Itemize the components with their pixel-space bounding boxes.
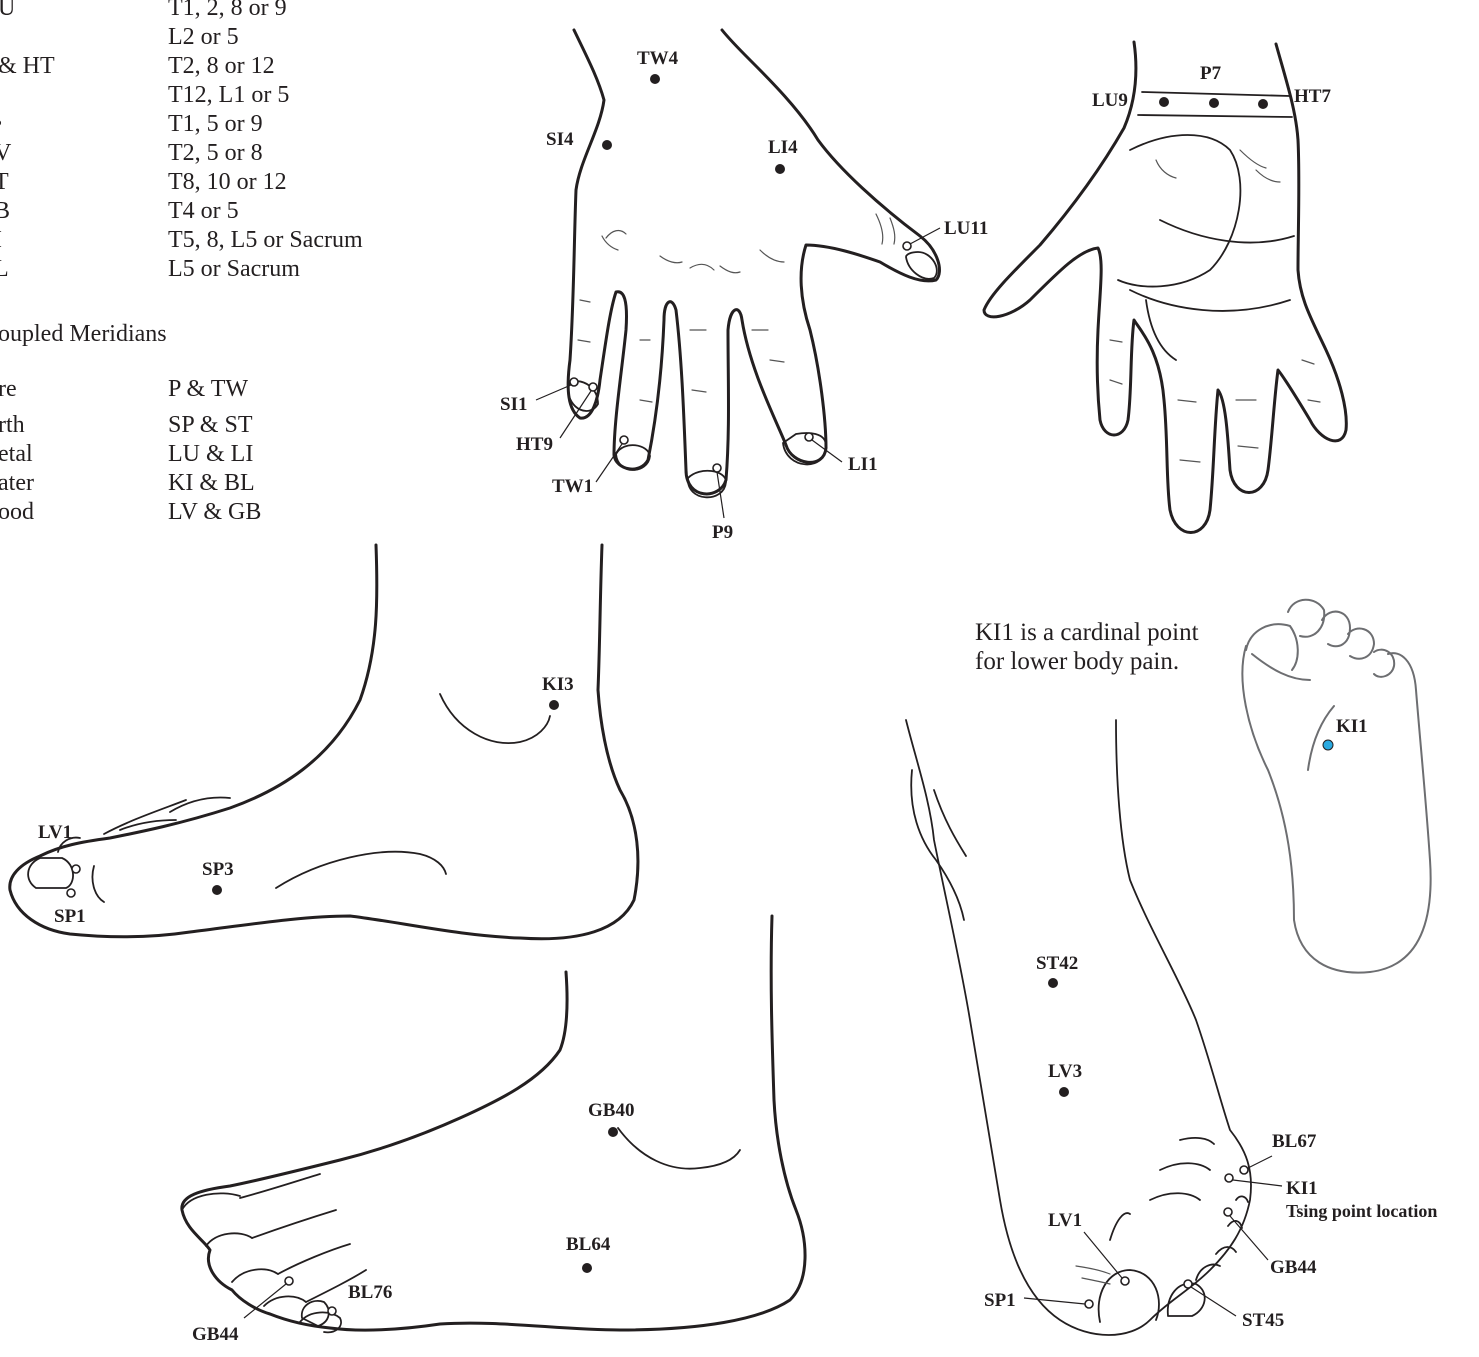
label-bl64: BL64 xyxy=(566,1234,611,1255)
leader-ht9 xyxy=(560,391,591,438)
leader-sp1-top xyxy=(1024,1298,1085,1304)
point-lu9 xyxy=(1159,97,1169,107)
leader-bl67 xyxy=(1248,1156,1272,1168)
point-bl76 xyxy=(328,1307,336,1315)
label-lv1-top: LV1 xyxy=(1048,1210,1082,1231)
palm-drawing xyxy=(984,42,1346,533)
label-ht9: HT9 xyxy=(516,434,553,455)
label-ki3: KI3 xyxy=(542,674,574,695)
medial-foot-drawing xyxy=(10,545,638,939)
label-tw4: TW4 xyxy=(637,48,679,69)
point-tw4 xyxy=(650,74,660,84)
label-lu9: LU9 xyxy=(1092,90,1128,111)
label-tsing-point-location: Tsing point location xyxy=(1286,1201,1437,1221)
point-sp1-top xyxy=(1085,1300,1093,1308)
label-ki1-sole: KI1 xyxy=(1336,716,1368,737)
label-lv3: LV3 xyxy=(1048,1061,1082,1082)
point-ki1-top xyxy=(1225,1174,1233,1182)
point-sp1 xyxy=(67,889,75,897)
point-lv1-top xyxy=(1121,1277,1129,1285)
label-p7: P7 xyxy=(1200,63,1222,84)
label-st45: ST45 xyxy=(1242,1310,1284,1331)
label-sp3: SP3 xyxy=(202,859,234,880)
point-gb44-top xyxy=(1224,1208,1232,1216)
sole-drawing xyxy=(1242,600,1430,973)
point-lv3 xyxy=(1059,1087,1069,1097)
point-ki1-sole xyxy=(1323,740,1333,750)
point-lu11 xyxy=(903,242,911,250)
label-bl67: BL67 xyxy=(1272,1131,1317,1152)
point-st42 xyxy=(1048,978,1058,988)
point-si4 xyxy=(602,140,612,150)
point-si1 xyxy=(570,378,578,386)
label-sp1: SP1 xyxy=(54,906,86,927)
label-li1: LI1 xyxy=(848,454,878,475)
label-si4: SI4 xyxy=(546,129,574,150)
point-gb44-lateral xyxy=(285,1277,293,1285)
point-gb40 xyxy=(608,1127,618,1137)
lateral-foot-drawing xyxy=(182,916,805,1332)
point-p7 xyxy=(1209,98,1219,108)
point-ht9 xyxy=(589,383,597,391)
label-ki1-top: KI1 xyxy=(1286,1178,1318,1199)
point-lv1 xyxy=(72,865,80,873)
point-bl64 xyxy=(582,1263,592,1273)
label-lv1: LV1 xyxy=(38,822,72,843)
label-ht7: HT7 xyxy=(1294,86,1331,107)
point-p9 xyxy=(713,464,721,472)
label-bl76: BL76 xyxy=(348,1282,392,1303)
point-li4 xyxy=(775,164,785,174)
point-bl67 xyxy=(1240,1166,1248,1174)
label-gb44-lateral: GB44 xyxy=(192,1324,239,1345)
point-tw1 xyxy=(620,436,628,444)
label-si1: SI1 xyxy=(500,394,527,415)
leader-si1 xyxy=(536,385,571,400)
label-li4: LI4 xyxy=(768,137,798,158)
label-lu11: LU11 xyxy=(944,218,988,239)
label-gb44-top: GB44 xyxy=(1270,1257,1317,1278)
point-sp3 xyxy=(212,885,222,895)
point-ht7 xyxy=(1258,99,1268,109)
label-st42: ST42 xyxy=(1036,953,1078,974)
top-foot-drawing xyxy=(906,720,1251,1335)
label-gb40: GB40 xyxy=(588,1100,634,1121)
label-sp1-top: SP1 xyxy=(984,1290,1016,1311)
point-st45 xyxy=(1184,1280,1192,1288)
label-tw1: TW1 xyxy=(552,476,593,497)
point-li1 xyxy=(805,433,813,441)
point-ki3 xyxy=(549,700,559,710)
label-p9: P9 xyxy=(712,522,733,543)
hand-back-drawing xyxy=(568,30,939,497)
leader-ki1-top xyxy=(1233,1180,1282,1186)
